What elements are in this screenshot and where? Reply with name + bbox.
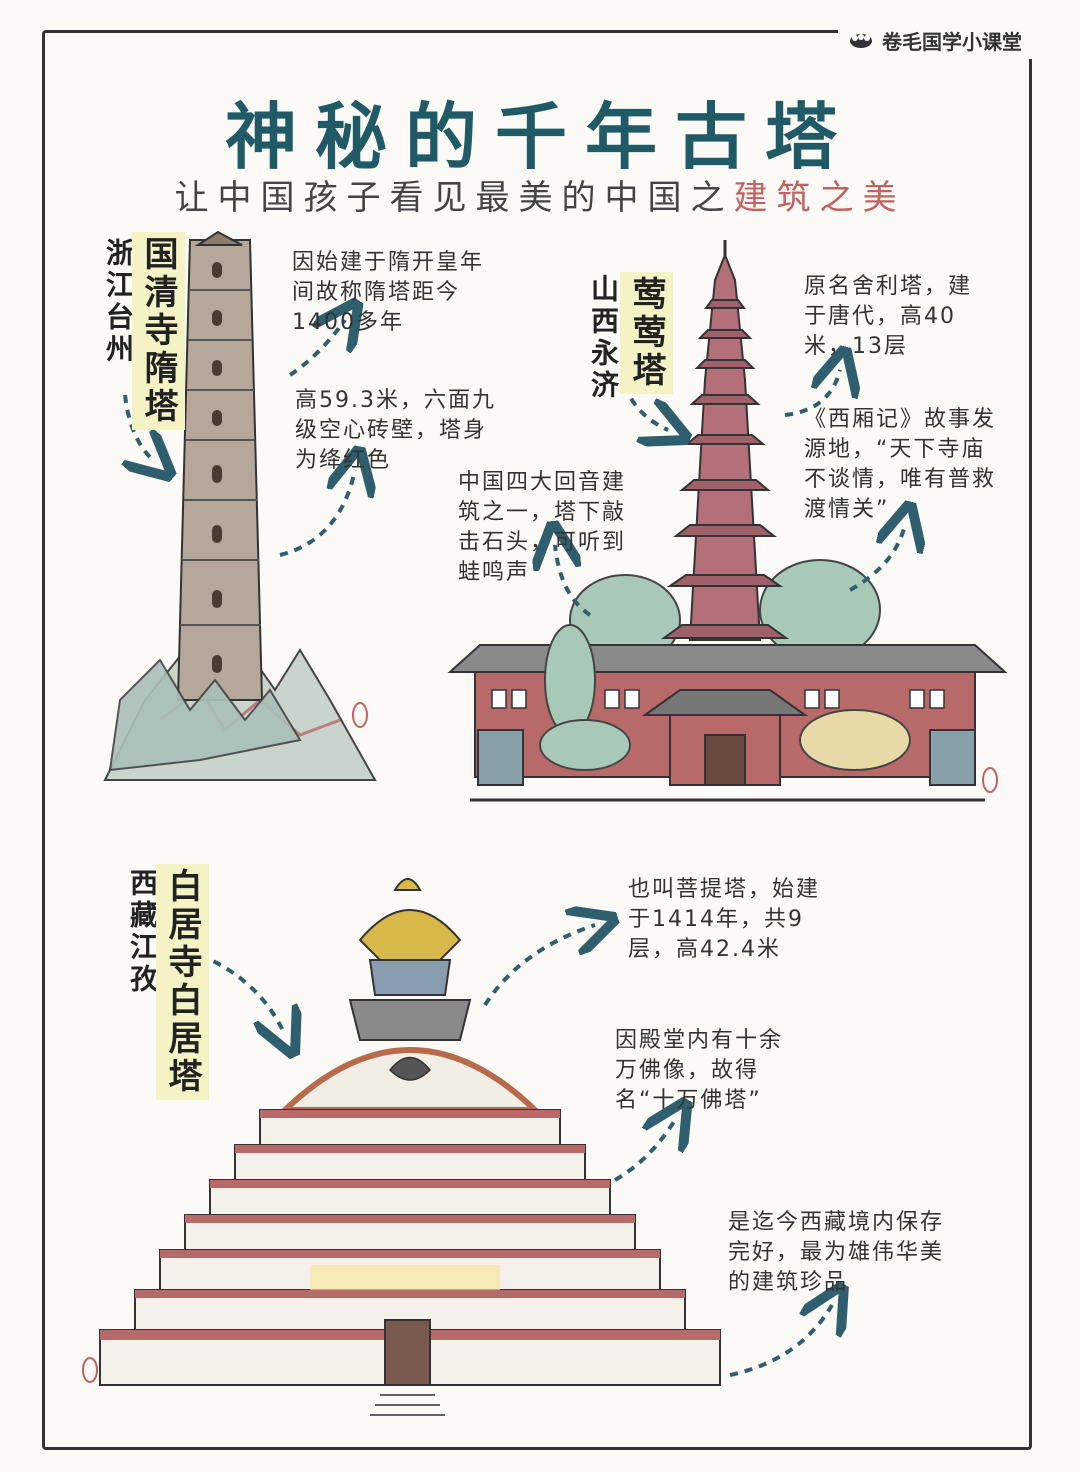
tower3-note-2: 因殿堂内有十余万佛像，故得名“十万佛塔” [615, 1028, 784, 1113]
tower2-name: 莺莺塔 [620, 272, 673, 394]
tower3-name: 白居寺白居塔 [156, 864, 209, 1100]
arrow-icon [199, 953, 285, 1035]
tower3-note-1: 也叫菩提塔，始建于1414年，共9层，高42.4米 [628, 877, 821, 962]
tower3-note-3: 是迄今西藏境内保存完好，最为雄伟华美的建筑珍品 [728, 1210, 945, 1295]
brand-text: 卷毛国学小课堂 [882, 30, 1022, 54]
page-title: 神秘的千年古塔 [224, 95, 855, 179]
guoqing-pagoda-illustration [103, 230, 377, 781]
brand-badge: 卷毛国学小课堂 [838, 22, 1032, 59]
arrow-icon [555, 545, 592, 617]
arrow-icon [288, 320, 345, 377]
tower1-place: 浙江台州 [102, 238, 135, 366]
subtitle-main: 让中国孩子看见最美的中国之 [174, 178, 734, 218]
arrow-icon [279, 470, 355, 557]
arrow-icon [614, 1120, 675, 1182]
arrow-icon [125, 394, 155, 462]
yingying-pagoda-illustration [447, 240, 1008, 802]
page-frame [42, 30, 1032, 1450]
arrow-icon [729, 1305, 832, 1377]
tower2-note-3: 中国四大回音建筑之一，塔下敲击石头，可听到蛙鸣声 [458, 470, 627, 585]
tower2-note-1: 原名舍利塔，建于唐代，高40米，13层 [804, 274, 973, 359]
baiju-stupa-illustration [82, 878, 721, 1416]
tower3-place: 西藏江孜 [126, 868, 159, 996]
sheep-icon [850, 33, 872, 48]
tower1-note-2: 高59.3米，六面九级空心砖壁，塔身为绛红色 [295, 388, 496, 473]
tower2-note-2: 《西厢记》故事发源地，“天下寺庙不谈情，唯有普救渡情关” [804, 407, 997, 522]
tower1-note-1: 因始建于隋开皇年间故称隋塔距今1400多年 [292, 250, 485, 335]
tower1-name: 国清寺隋塔 [132, 232, 185, 430]
pointer-arrows [125, 320, 905, 1377]
subtitle-highlight: 建筑之美 [733, 178, 906, 218]
tower2-place: 山西永济 [587, 274, 620, 402]
arrow-icon [483, 925, 595, 1007]
arrow-icon [849, 525, 905, 592]
page-subtitle: 让中国孩子看见最美的中国之建筑之美 [0, 170, 1080, 219]
